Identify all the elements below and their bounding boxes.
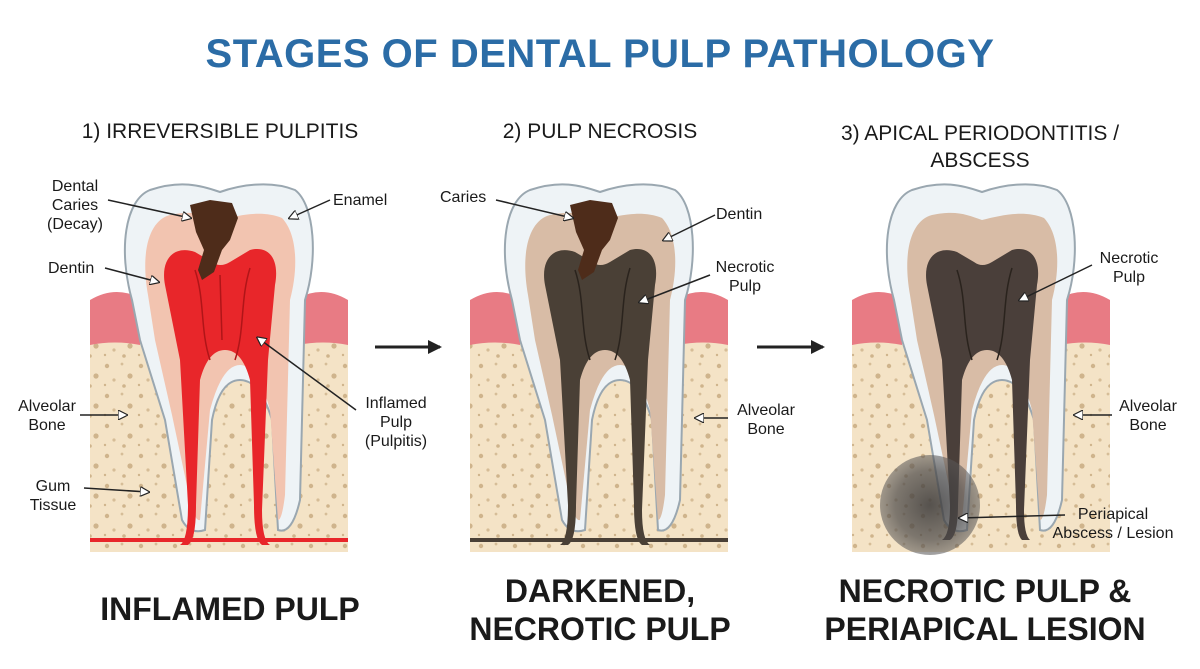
label-enamel: Enamel [333,192,388,209]
label-dentin-1: Dentin [48,260,95,277]
caption-stage-2: DARKENED, NECROTIC PULP [469,573,731,647]
caries-1 [190,200,238,280]
stage-3-heading-line-1: 3) APICAL PERIODONTITIS / [840,122,1120,145]
caption-stage-3: NECROTIC PULP & PERIAPICAL LESION [824,573,1146,647]
gum-right-1 [298,291,348,345]
tooth-1-illustration [90,183,348,552]
necrotic-pulp-2 [544,248,657,545]
label-alveolar-bone-2: Alveolar Bone [737,402,795,438]
gum-right-2 [678,291,728,345]
gum-right-3 [1060,291,1110,345]
tooth-2-illustration [470,183,728,552]
label-dentin-2: Dentin [716,206,763,223]
label-caries-2: Caries [440,189,487,206]
inflamed-pulp-1 [164,248,277,545]
label-dental-caries: Dental Caries (Decay) [46,178,103,233]
stage-2-heading: 2) PULP NECROSIS [502,120,698,143]
label-alveolar-bone-1: Alveolar Bone [18,398,76,434]
label-gum-tissue: Gum Tissue [29,478,77,514]
label-necrotic-pulp-2: Necrotic Pulp [715,259,775,295]
stage-1-heading: 1) IRREVERSIBLE PULPITIS [81,120,359,143]
stage-3-heading-line-2: ABSCESS [930,149,1030,172]
caries-2 [570,200,618,280]
page-title: STAGES OF DENTAL PULP PATHOLOGY [205,32,995,76]
gum-left-2 [470,291,520,345]
label-inflamed-pulp: Inflamed Pulp (Pulpitis) [364,395,428,450]
stage-3-heading: 3) APICAL PERIODONTITIS / ABSCESS [800,120,1160,174]
label-necrotic-pulp-3: Necrotic Pulp [1099,250,1159,286]
tooth-3-illustration [852,183,1110,555]
gum-left-3 [852,291,902,345]
caption-stage-1: INFLAMED PULP [100,591,360,627]
label-periapical-lesion: Periapical Abscess / Lesion [1052,506,1174,542]
label-alveolar-bone-3: Alveolar Bone [1119,398,1177,434]
gum-left-1 [90,291,140,345]
periapical-lesion [880,455,980,555]
